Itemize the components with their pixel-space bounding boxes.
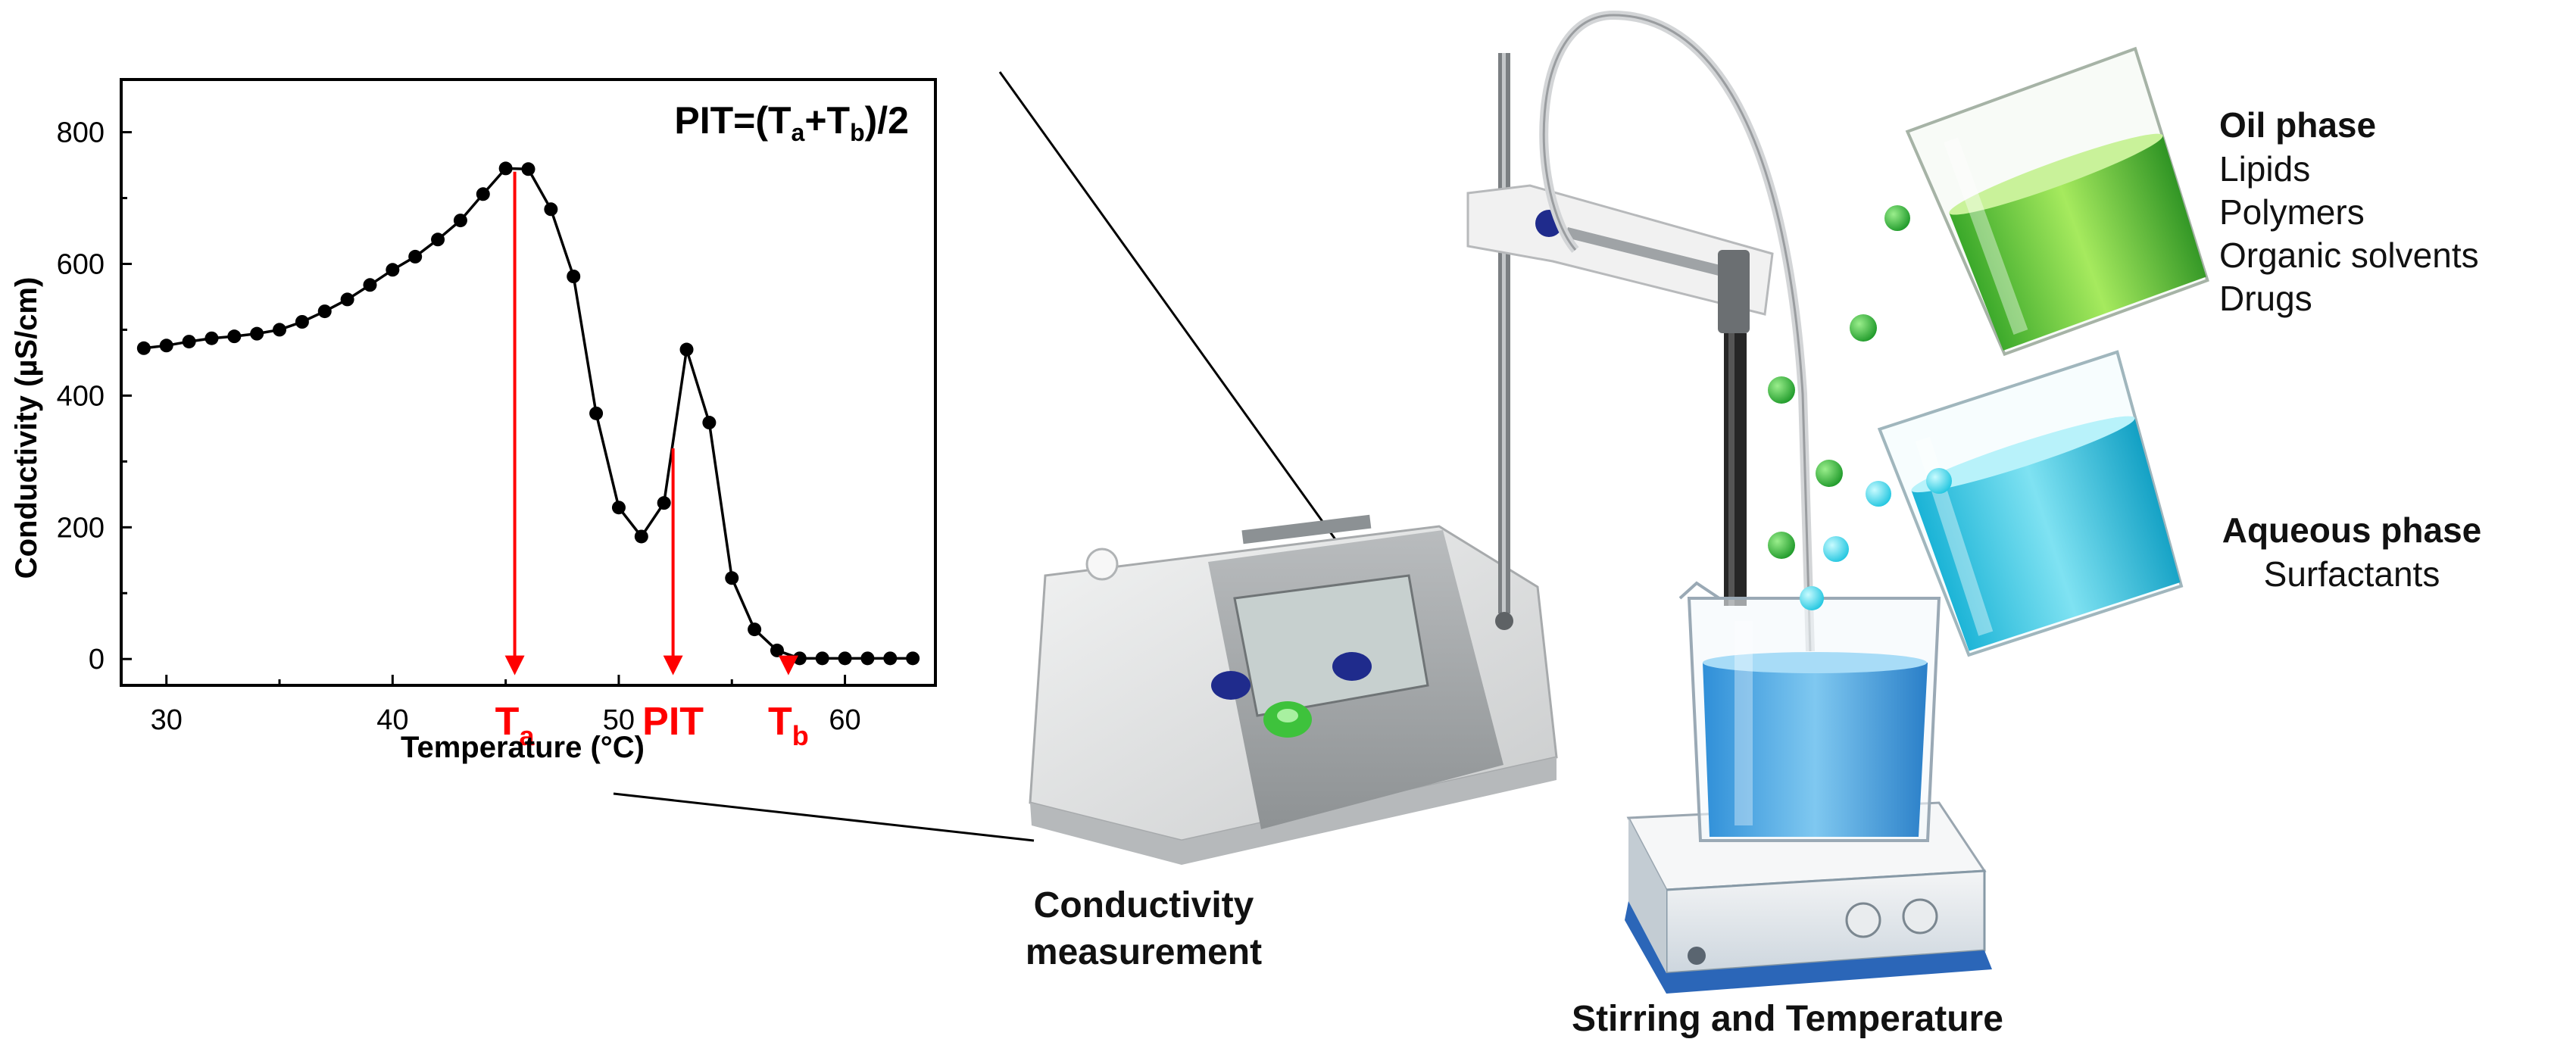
annotation-label: PIT (642, 700, 704, 744)
beaker-icon (1678, 581, 1941, 842)
x-tick-label: 60 (829, 704, 860, 736)
stirring-temperature-label: Stirring and Temperature (1572, 999, 2003, 1039)
data-point (182, 335, 196, 349)
oil-item-organic-solvents: Organic solvents (2219, 236, 2479, 275)
data-point (159, 339, 173, 353)
data-point (273, 323, 287, 337)
data-point (295, 315, 309, 329)
data-point (838, 651, 852, 666)
data-point (725, 571, 739, 585)
data-point (317, 304, 332, 319)
data-point (770, 643, 784, 657)
chart-axes (120, 78, 937, 687)
aqueous-phase-list: Aqueous phase Surfactants (2193, 507, 2511, 596)
annotation-arrow-head (504, 655, 525, 676)
data-point (792, 651, 807, 666)
data-point (227, 329, 242, 344)
annotation-label: Ta (495, 700, 535, 751)
data-point (453, 214, 467, 228)
conductivity-label-line2: measurement (1025, 932, 1263, 972)
annotation-label: Tb (768, 700, 809, 751)
aqueous-item-surfactants: Surfactants (2263, 554, 2440, 594)
data-point (431, 232, 445, 247)
data-point (657, 496, 671, 510)
oil-phase-beaker-icon (1905, 46, 2209, 357)
data-point (611, 501, 626, 515)
data-point (386, 263, 400, 277)
data-point (589, 406, 604, 420)
data-point (408, 249, 423, 264)
data-point (340, 292, 354, 307)
data-point (136, 341, 151, 355)
data-point (567, 270, 581, 283)
oil-item-drugs: Drugs (2219, 279, 2312, 318)
data-point (860, 651, 875, 666)
data-point (250, 326, 264, 341)
y-tick-label: 200 (57, 512, 105, 544)
x-tick-label: 30 (151, 704, 183, 736)
data-point (815, 651, 829, 666)
data-point (883, 651, 898, 666)
data-point (634, 529, 648, 544)
aqueous-phase-title: Aqueous phase (2222, 510, 2482, 550)
oil-phase-title: Oil phase (2219, 105, 2377, 145)
y-tick-label: 600 (57, 248, 105, 280)
oil-item-polymers: Polymers (2219, 192, 2365, 232)
x-tick-label: 40 (376, 704, 408, 736)
y-tick-label: 0 (89, 644, 105, 676)
data-point (748, 622, 762, 637)
data-point (476, 187, 490, 201)
droplet-icon (1768, 205, 1952, 610)
conductivity-label-line1: Conductivity (1033, 885, 1254, 925)
aqueous-phase-beaker-icon (1877, 350, 2184, 657)
y-tick-label: 400 (57, 380, 105, 412)
callout-line-bottom (613, 792, 1035, 842)
conductivity-measurement-label: Conductivity measurement (985, 882, 1303, 976)
data-point (498, 161, 513, 176)
data-point (363, 278, 377, 292)
oil-phase-list: Oil phase Lipids Polymers Organic solven… (2219, 102, 2479, 320)
y-tick-label: 800 (57, 117, 105, 149)
annotation-arrow-head (778, 655, 798, 676)
data-point (702, 416, 717, 430)
plot-frame (120, 78, 937, 687)
data-point (521, 162, 535, 176)
y-axis-label: Conductivity (µS/cm) (10, 277, 43, 579)
chart-series (136, 161, 920, 666)
data-point (205, 331, 219, 345)
chart-title: PIT=(Ta+Tb)/2 (674, 99, 909, 146)
conductivity-meter-icon (1029, 514, 1558, 865)
oil-item-lipids: Lipids (2219, 149, 2311, 189)
data-point (906, 651, 920, 666)
callout-line-top (998, 71, 1338, 542)
chart-annotations: Ta PIT Tb (495, 171, 809, 751)
x-axis-label: Temperature (°C) (401, 731, 645, 764)
stirrer-stand-icon (1466, 10, 1815, 652)
x-tick-label: 50 (603, 704, 635, 736)
data-point (679, 342, 694, 357)
annotation-arrow-head (663, 655, 683, 676)
data-point (544, 202, 558, 217)
